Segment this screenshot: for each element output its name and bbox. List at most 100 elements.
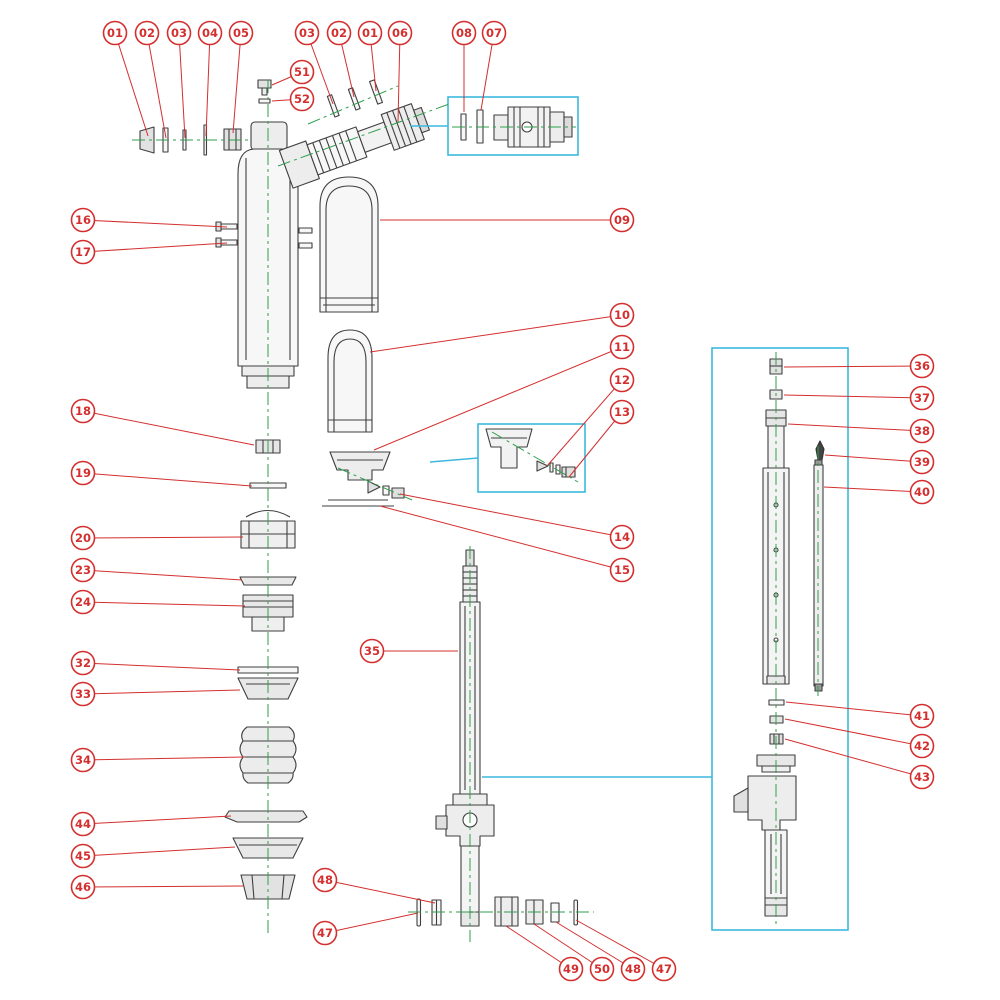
leader-line-37 bbox=[783, 394, 923, 399]
callout-03: 03 bbox=[166, 20, 192, 46]
leader-line-40 bbox=[823, 486, 923, 493]
callout-number-13: 13 bbox=[614, 405, 630, 419]
callout-number-06: 06 bbox=[392, 26, 408, 40]
callout-48: 48 bbox=[312, 867, 338, 893]
part-39-needle bbox=[815, 440, 825, 461]
callout-number-52: 52 bbox=[294, 92, 310, 106]
callout-number-37: 37 bbox=[914, 391, 930, 405]
callout-circle-11 bbox=[609, 334, 635, 360]
callout-47: 47 bbox=[651, 956, 677, 982]
leader-line-11 bbox=[373, 346, 623, 451]
callout-number-41: 41 bbox=[914, 709, 930, 723]
leader-line-18 bbox=[82, 410, 255, 446]
leader-line-03 bbox=[306, 32, 334, 105]
part-46-cup bbox=[240, 874, 296, 900]
leader-line-17 bbox=[82, 242, 228, 253]
leader-line-48 bbox=[555, 921, 634, 970]
callout-number-10: 10 bbox=[614, 308, 630, 322]
callout-circle-14 bbox=[609, 524, 635, 550]
callout-number-11: 11 bbox=[614, 340, 630, 354]
callout-number-43: 43 bbox=[914, 770, 930, 784]
callout-number-18: 18 bbox=[75, 404, 91, 418]
callout-circle-39 bbox=[909, 449, 935, 475]
leader-line-16 bbox=[82, 219, 228, 228]
callout-circle-35 bbox=[359, 638, 385, 664]
callout-circle-18 bbox=[70, 398, 96, 424]
leader-line-23 bbox=[82, 569, 243, 581]
callout-circle-38 bbox=[909, 418, 935, 444]
callout-39: 39 bbox=[909, 449, 935, 475]
leader-line-10 bbox=[369, 314, 623, 353]
centerline-3 bbox=[277, 102, 453, 167]
leader-line-15 bbox=[379, 505, 623, 571]
callout-40: 40 bbox=[909, 479, 935, 505]
callout-circle-45 bbox=[70, 843, 96, 869]
callout-circle-43 bbox=[909, 764, 935, 790]
callout-circle-04 bbox=[197, 20, 223, 46]
callout-circle-03 bbox=[166, 20, 192, 46]
callout-circle-47 bbox=[651, 956, 677, 982]
callout-52: 52 bbox=[289, 86, 315, 112]
leader-line-01 bbox=[114, 32, 149, 137]
callout-42: 42 bbox=[909, 733, 935, 759]
leader-line-04 bbox=[205, 32, 211, 137]
callout-circle-36 bbox=[909, 353, 935, 379]
callout-circle-05 bbox=[228, 20, 254, 46]
callout-48: 48 bbox=[620, 956, 646, 982]
leader-line-14 bbox=[399, 493, 623, 538]
callout-number-09: 09 bbox=[614, 213, 630, 227]
callout-circle-03 bbox=[294, 20, 320, 46]
shock-tube-assembly bbox=[278, 103, 430, 189]
callout-circle-01 bbox=[357, 20, 383, 46]
callout-number-49: 49 bbox=[563, 962, 579, 976]
callout-number-35: 35 bbox=[364, 644, 380, 658]
leader-line-46 bbox=[82, 885, 245, 888]
leader-line-49 bbox=[505, 925, 572, 970]
callout-number-01: 01 bbox=[362, 26, 378, 40]
callout-33: 33 bbox=[70, 681, 96, 707]
callout-number-08: 08 bbox=[456, 26, 472, 40]
highlight-connector-2 bbox=[429, 457, 479, 463]
callout-24: 24 bbox=[70, 589, 96, 615]
part-35-shaft-assembly bbox=[435, 549, 495, 927]
callout-circle-40 bbox=[909, 479, 935, 505]
callout-number-33: 33 bbox=[75, 687, 91, 701]
leader-line-41 bbox=[785, 701, 923, 717]
callout-circle-19 bbox=[70, 460, 96, 486]
callout-circle-33 bbox=[70, 681, 96, 707]
callout-number-20: 20 bbox=[75, 531, 91, 545]
callout-circle-06 bbox=[387, 20, 413, 46]
callout-32: 32 bbox=[70, 650, 96, 676]
callout-circle-37 bbox=[909, 385, 935, 411]
callout-circle-01 bbox=[102, 20, 128, 46]
callout-05: 05 bbox=[228, 20, 254, 46]
callout-number-38: 38 bbox=[914, 424, 930, 438]
callout-number-17: 17 bbox=[75, 245, 91, 259]
callout-number-01: 01 bbox=[107, 26, 123, 40]
callout-circle-07 bbox=[481, 20, 507, 46]
callout-circle-24 bbox=[70, 589, 96, 615]
part-02b-washer bbox=[347, 87, 361, 111]
callout-number-32: 32 bbox=[75, 656, 91, 670]
leader-line-03 bbox=[178, 32, 186, 139]
callout-07: 07 bbox=[481, 20, 507, 46]
callout-number-23: 23 bbox=[75, 563, 91, 577]
leader-line-36 bbox=[783, 365, 923, 368]
callout-06: 06 bbox=[387, 20, 413, 46]
part-09-bladder bbox=[319, 176, 379, 313]
callout-16: 16 bbox=[70, 207, 96, 233]
damper-rod-assembly bbox=[733, 358, 825, 917]
callout-number-07: 07 bbox=[486, 26, 502, 40]
part-44-plate bbox=[224, 810, 308, 823]
callout-44: 44 bbox=[70, 811, 96, 837]
leader-line-19 bbox=[82, 472, 253, 487]
callout-circle-08 bbox=[451, 20, 477, 46]
leader-line-47 bbox=[324, 912, 419, 934]
callout-46: 46 bbox=[70, 874, 96, 900]
callout-circle-50 bbox=[589, 956, 615, 982]
callout-04: 04 bbox=[197, 20, 223, 46]
leader-line-47 bbox=[575, 919, 665, 970]
leader-line-34 bbox=[82, 756, 246, 761]
